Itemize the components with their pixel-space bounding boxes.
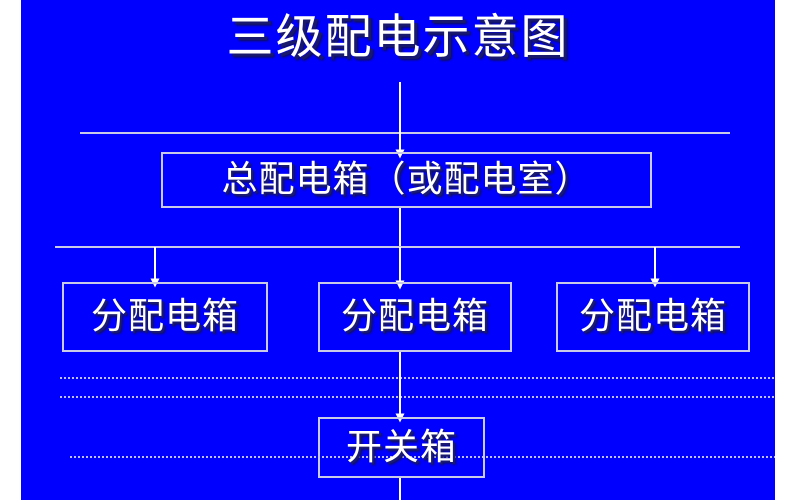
slide-title: 三级配电示意图	[226, 10, 570, 65]
node-distribution-box-2[interactable]: 分配电箱	[318, 282, 512, 352]
slide-background: 三级配电示意图 总配电箱（或配电室） 分配电箱 分配电箱 分配电箱 开关箱	[21, 0, 775, 500]
node-distribution-box-3[interactable]: 分配电箱	[556, 282, 750, 352]
node-main-distribution-panel[interactable]: 总配电箱（或配电室）	[161, 152, 652, 208]
node-distribution-box-1[interactable]: 分配电箱	[62, 282, 268, 352]
node-switch-box[interactable]: 开关箱	[318, 417, 485, 478]
